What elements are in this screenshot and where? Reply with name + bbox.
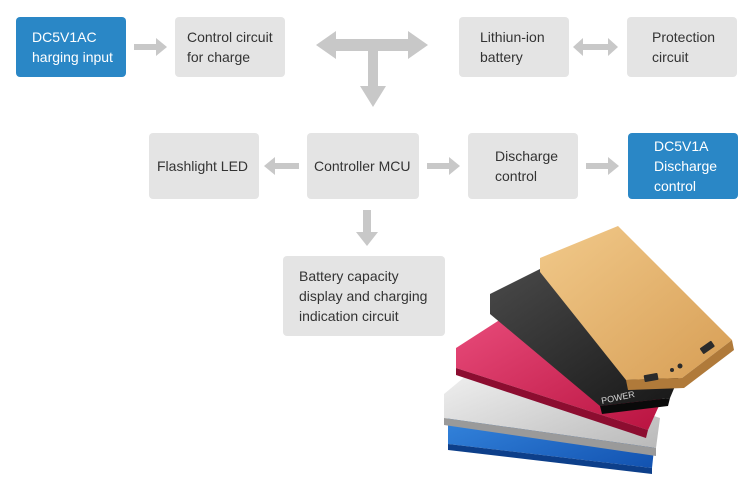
node-battery-label: Lithiun-ion battery <box>480 29 545 65</box>
arrow-discharge-to-output <box>586 157 619 175</box>
node-charging-input: DC5V1AC harging input <box>16 17 126 77</box>
arrow-mcu-to-flashlight <box>264 157 299 175</box>
node-mcu: Controller MCU <box>307 133 419 199</box>
node-charge-control-label: Control circuit for charge <box>187 29 273 65</box>
node-charging-input-label: DC5V1AC harging input <box>32 29 113 65</box>
node-discharge-output: DC5V1A Discharge control <box>628 133 738 199</box>
node-battery: Lithiun-ion battery <box>459 17 569 77</box>
node-discharge-control: Discharge control <box>468 133 578 199</box>
led-indicator-icon <box>670 368 674 372</box>
arrow-input-to-charge <box>134 38 167 56</box>
node-discharge-output-label: DC5V1A Discharge control <box>654 138 718 194</box>
node-discharge-control-label: Discharge control <box>495 148 559 184</box>
arrow-mcu-to-display <box>356 210 378 246</box>
node-charge-control: Control circuit for charge <box>175 17 285 77</box>
node-flashlight: Flashlight LED <box>149 133 259 199</box>
arrow-t-junction <box>316 31 428 107</box>
node-protection-label: Protection circuit <box>652 29 716 65</box>
usb-port-icon <box>643 372 659 382</box>
node-protection: Protection circuit <box>627 17 737 77</box>
power-bank-stack-image: POWER <box>444 226 734 474</box>
node-flashlight-label: Flashlight LED <box>157 158 249 174</box>
node-capacity-display-label: Battery capacity display and charging in… <box>299 268 428 324</box>
arrow-battery-protection <box>573 38 618 56</box>
node-mcu-label: Controller MCU <box>314 158 411 174</box>
node-capacity-display: Battery capacity display and charging in… <box>283 256 445 336</box>
usb-port-icon <box>699 340 715 354</box>
led-indicator-icon <box>677 363 683 369</box>
power-bank-gold <box>540 226 734 390</box>
arrow-mcu-to-discharge <box>427 157 460 175</box>
